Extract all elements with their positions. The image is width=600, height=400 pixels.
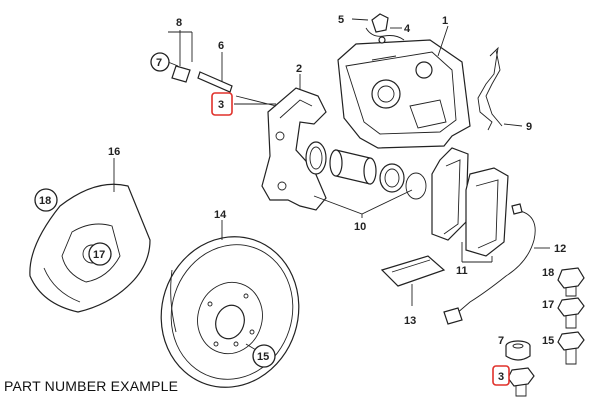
part-number-6: 6 [218, 40, 224, 52]
wear-sensor [443, 203, 536, 325]
part-number-12: 12 [554, 243, 566, 255]
part-number-1: 1 [442, 15, 448, 27]
legend-highlight-3 [492, 365, 510, 386]
guide-pin [171, 65, 277, 107]
brake-disc [160, 236, 300, 388]
legend-label-3: 3 [498, 371, 504, 383]
grease-packet [380, 255, 446, 287]
part-number-18: 18 [39, 195, 51, 207]
callout-circle-18 [34, 188, 58, 212]
part-number-13: 13 [404, 315, 416, 327]
legend-label-7: 7 [498, 335, 504, 347]
bleeder-screw [365, 13, 405, 44]
caliper-carrier [261, 87, 327, 211]
piston-seal-kit [305, 141, 427, 200]
callout-circle-15 [252, 344, 276, 368]
legend-label-17: 17 [542, 299, 554, 311]
part-number-11: 11 [456, 265, 468, 277]
part-number-14: 14 [214, 209, 227, 221]
part-number-3: 3 [218, 99, 224, 111]
part-number-10: 10 [354, 221, 366, 233]
brake-caliper [337, 39, 471, 149]
part-number-2: 2 [296, 63, 302, 75]
part-number-5: 5 [338, 14, 344, 26]
part-number-16: 16 [108, 146, 120, 158]
part-number-4: 4 [404, 23, 411, 35]
legend-label-18: 18 [542, 267, 554, 279]
caption-part-number-example: PART NUMBER EXAMPLE [4, 378, 179, 394]
callout-circle-17 [88, 242, 112, 266]
hardware-legend: 18 17 15 7 3 [492, 267, 585, 397]
legend-label-15: 15 [542, 335, 554, 347]
highlight-box-3 [211, 92, 233, 116]
brake-pads [431, 147, 509, 257]
pad-spring [477, 46, 503, 131]
callout-circle-7 [150, 52, 170, 72]
part-number-8: 8 [176, 17, 182, 29]
part-number-15: 15 [257, 351, 269, 363]
part-number-7: 7 [156, 57, 162, 69]
part-number-17: 17 [93, 249, 105, 261]
part-number-9: 9 [526, 121, 532, 133]
